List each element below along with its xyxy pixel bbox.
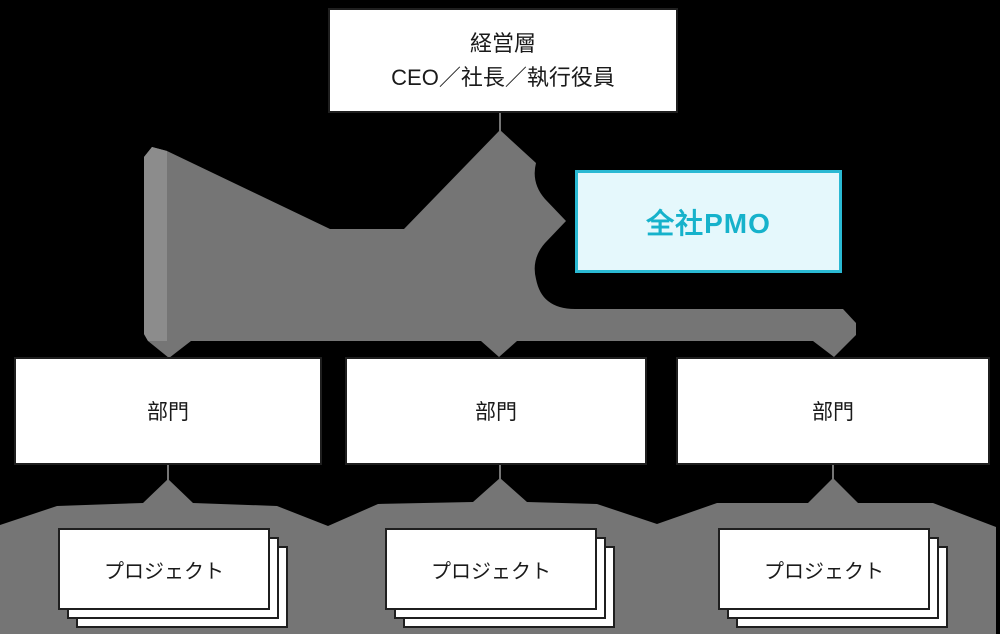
department-2-label: 部門	[475, 401, 517, 424]
project-box-3: プロジェクト	[718, 528, 930, 610]
pmo-label: 全社PMO	[646, 207, 771, 239]
pmo-governance-arrow-shape	[144, 130, 856, 358]
project-3-label: プロジェクト	[764, 560, 884, 583]
executive-label-line2: CEO／社長／執行役員	[391, 64, 615, 90]
project-stack-1: プロジェクト	[58, 528, 290, 630]
department-box-2: 部門	[345, 357, 647, 465]
department-3-label: 部門	[812, 401, 854, 424]
project-stack-3: プロジェクト	[718, 528, 950, 630]
department-1-label: 部門	[147, 401, 189, 424]
department-box-1: 部門	[14, 357, 322, 465]
project-2-label: プロジェクト	[431, 560, 551, 583]
pmo-box: 全社PMO	[575, 170, 842, 273]
project-1-label: プロジェクト	[104, 560, 224, 583]
department-box-3: 部門	[676, 357, 990, 465]
project-box-1: プロジェクト	[58, 528, 270, 610]
project-box-2: プロジェクト	[385, 528, 597, 610]
executive-box: 経営層 CEO／社長／執行役員	[328, 8, 678, 113]
executive-label-line1: 経営層	[469, 30, 536, 56]
arrow-highlight-strip	[144, 147, 167, 341]
executive-label: 経営層 CEO／社長／執行役員	[391, 27, 615, 95]
project-stack-2: プロジェクト	[385, 528, 617, 630]
